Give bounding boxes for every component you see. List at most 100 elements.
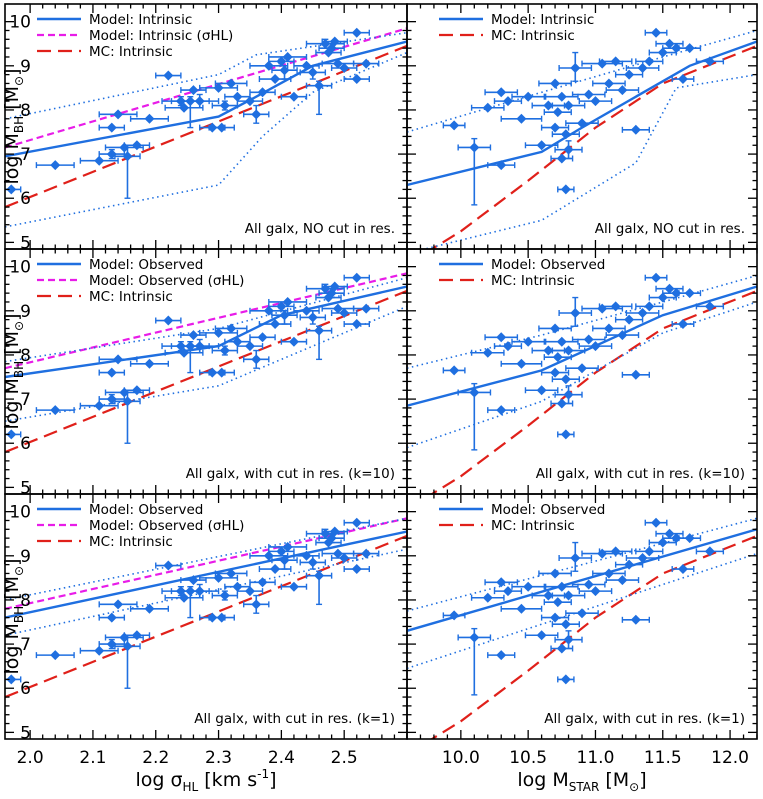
diamond-marker bbox=[560, 374, 571, 385]
diamond-marker bbox=[556, 643, 567, 654]
diamond-marker bbox=[329, 526, 340, 537]
legend-label: Model: Observed (σHL) bbox=[89, 273, 244, 289]
diamond-marker bbox=[560, 184, 571, 195]
diamond-marker bbox=[219, 590, 230, 601]
diamond-marker bbox=[339, 63, 350, 74]
diamond-marker bbox=[106, 367, 117, 378]
data-point bbox=[271, 310, 298, 325]
x-tick-label: 2.0 bbox=[17, 748, 44, 768]
diamond-marker bbox=[251, 109, 262, 120]
diamond-marker bbox=[536, 385, 547, 396]
data-point bbox=[544, 336, 579, 347]
diamond-marker bbox=[523, 581, 534, 592]
data-point bbox=[211, 100, 239, 111]
diamond-marker bbox=[570, 553, 581, 564]
diamond-marker bbox=[556, 336, 567, 347]
diamond-marker bbox=[314, 80, 325, 91]
diamond-marker bbox=[704, 546, 715, 557]
diamond-marker bbox=[550, 568, 561, 579]
data-point bbox=[280, 91, 308, 102]
data-point bbox=[214, 78, 248, 89]
data-point bbox=[214, 323, 248, 334]
diamond-marker bbox=[637, 308, 648, 319]
data-point bbox=[164, 347, 204, 358]
data-point bbox=[538, 323, 572, 334]
data-point bbox=[299, 555, 327, 570]
data-point bbox=[79, 155, 119, 166]
legend-label: Model: Intrinsic (σHL) bbox=[89, 28, 233, 44]
data-point bbox=[470, 592, 505, 603]
data-point bbox=[551, 100, 586, 111]
panel-annotation: All galx, with cut in res. (k=1) bbox=[194, 711, 395, 727]
diamond-marker bbox=[276, 301, 287, 312]
data-point bbox=[625, 308, 660, 319]
data-point bbox=[543, 107, 572, 118]
data-point bbox=[208, 367, 235, 378]
diamond-marker bbox=[583, 89, 594, 100]
legend-label: MC: Intrinsic bbox=[89, 44, 173, 60]
x-axis-title-left: log σHL [km s-1] bbox=[135, 767, 276, 794]
data-point bbox=[565, 608, 599, 619]
data-point bbox=[621, 124, 651, 135]
data-point bbox=[511, 336, 546, 347]
diamond-marker bbox=[113, 354, 124, 365]
data-point bbox=[114, 389, 141, 444]
diamond-marker bbox=[449, 610, 460, 621]
diamond-marker bbox=[361, 303, 372, 314]
data-point bbox=[352, 58, 380, 69]
diamond-marker bbox=[194, 341, 205, 352]
legend-label: MC: Intrinsic bbox=[89, 289, 173, 305]
data-point bbox=[644, 272, 668, 283]
data-point bbox=[180, 575, 207, 586]
diamond-marker bbox=[550, 78, 561, 89]
data-point bbox=[98, 109, 138, 120]
diamond-marker bbox=[482, 347, 493, 358]
data-point bbox=[293, 550, 320, 561]
legend-label: Model: Intrinsic bbox=[89, 12, 192, 28]
data-point bbox=[211, 345, 239, 356]
data-point bbox=[557, 429, 575, 440]
diamond-marker bbox=[144, 113, 155, 124]
diamond-marker bbox=[550, 612, 561, 623]
data-point bbox=[321, 526, 349, 537]
data-point bbox=[164, 102, 204, 113]
diamond-marker bbox=[610, 546, 621, 557]
diamond-marker bbox=[351, 319, 362, 330]
plot-area bbox=[5, 272, 407, 454]
diamond-marker bbox=[583, 334, 594, 345]
diamond-marker bbox=[560, 429, 571, 440]
data-point bbox=[129, 603, 170, 614]
data-point bbox=[605, 575, 640, 586]
data-point bbox=[598, 546, 633, 557]
data-point bbox=[565, 118, 599, 129]
data-point bbox=[98, 354, 138, 365]
data-point bbox=[578, 96, 613, 107]
x-tick-label: 11.5 bbox=[644, 748, 682, 768]
data-point bbox=[155, 560, 182, 571]
diamond-marker bbox=[332, 548, 343, 559]
data-point bbox=[635, 56, 664, 67]
diamond-marker bbox=[257, 87, 268, 98]
diamond-marker bbox=[188, 330, 199, 341]
data-point bbox=[208, 122, 235, 133]
diamond-marker bbox=[570, 63, 581, 74]
diamond-marker bbox=[644, 56, 655, 67]
data-point bbox=[5, 184, 22, 195]
series-dotted-upper bbox=[407, 274, 757, 369]
diamond-marker bbox=[550, 122, 561, 133]
data-point bbox=[214, 568, 248, 579]
data-point bbox=[695, 56, 725, 67]
data-point bbox=[98, 599, 138, 610]
diamond-marker bbox=[630, 614, 641, 625]
diamond-marker bbox=[550, 367, 561, 378]
diamond-marker bbox=[244, 586, 255, 597]
diamond-marker bbox=[339, 308, 350, 319]
diamond-marker bbox=[188, 575, 199, 586]
y-tick-label: 7 bbox=[20, 145, 31, 165]
